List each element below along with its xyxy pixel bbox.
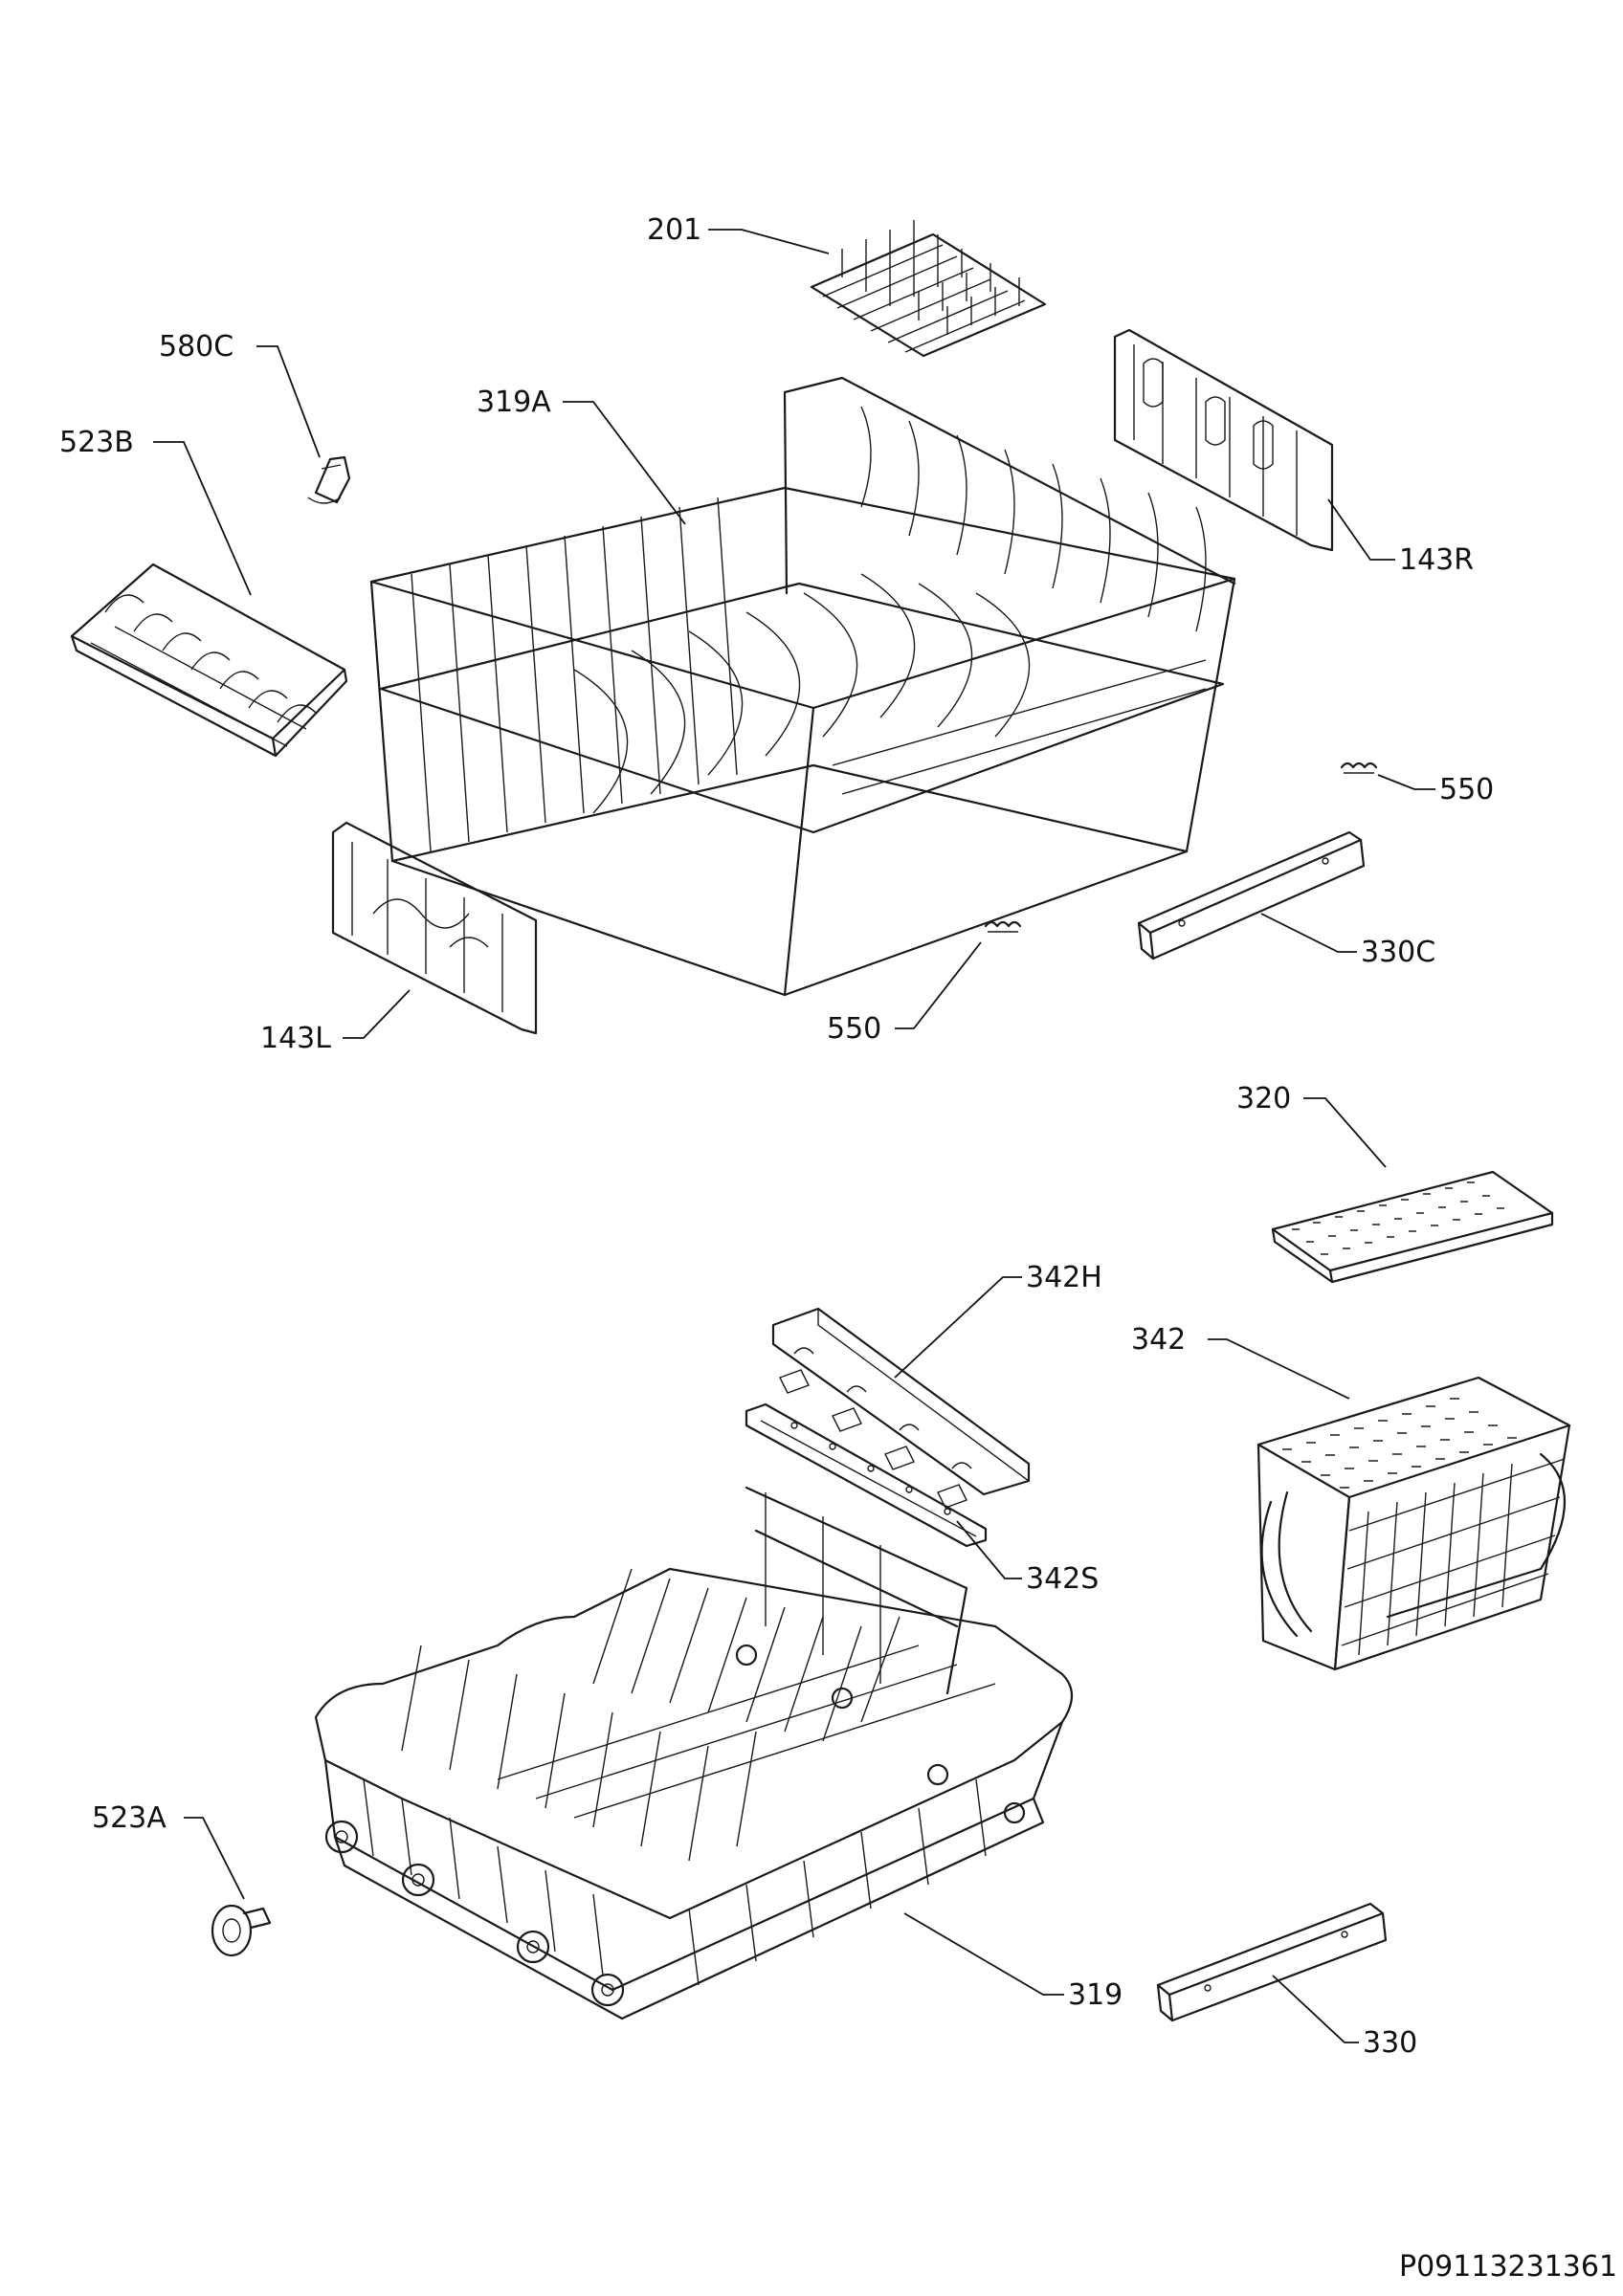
label-201: 201 <box>647 213 702 247</box>
label-580C: 580C <box>159 330 234 364</box>
leader-143L <box>343 989 411 1039</box>
label-550-right: 550 <box>1439 773 1495 806</box>
drawing-number: P09113231361 <box>1399 2250 1618 2284</box>
part-320-basket-lid <box>1271 1170 1554 1284</box>
part-330C-trim-strip <box>1137 830 1366 960</box>
part-550-spring-right <box>1340 762 1378 774</box>
part-523A-wheel <box>211 1904 272 1957</box>
leader-319 <box>903 1912 1064 1996</box>
leader-330C <box>1260 913 1357 953</box>
label-330C: 330C <box>1361 936 1436 969</box>
leader-319A <box>563 401 686 525</box>
label-319A: 319A <box>477 386 551 419</box>
part-143L-left-rail <box>331 821 538 1035</box>
label-523B: 523B <box>59 426 134 459</box>
label-330: 330 <box>1363 2026 1418 2060</box>
leader-201 <box>708 229 830 254</box>
leader-330 <box>1272 1975 1359 2043</box>
part-319A-upper-basket <box>369 376 1236 997</box>
leader-320 <box>1303 1097 1387 1168</box>
label-143L: 143L <box>260 1022 331 1055</box>
leader-523A <box>184 1817 245 1900</box>
part-330-trim-strip <box>1156 1902 1388 2022</box>
leader-550-right <box>1377 774 1435 790</box>
label-342H: 342H <box>1026 1261 1102 1294</box>
part-523B-cup-rack <box>70 563 348 758</box>
part-580C-clip <box>307 455 351 504</box>
leader-342H <box>894 1276 1022 1379</box>
part-550-spring-center <box>984 920 1022 933</box>
leader-550-center <box>895 941 982 1029</box>
leader-143R <box>1327 498 1395 561</box>
leader-523B <box>153 441 252 596</box>
label-342S: 342S <box>1026 1562 1100 1596</box>
part-342S-support <box>745 1402 988 1548</box>
leader-342S <box>956 1520 1022 1579</box>
label-143R: 143R <box>1399 543 1475 577</box>
part-201-tine-insert <box>810 220 1047 358</box>
part-319-lower-basket <box>314 1486 1074 2020</box>
leader-342 <box>1208 1338 1350 1400</box>
label-550-center: 550 <box>827 1012 882 1046</box>
label-523A: 523A <box>92 1801 167 1835</box>
part-143R-right-rail <box>1113 328 1334 552</box>
part-342-cutlery-basket <box>1256 1376 1571 1671</box>
label-319: 319 <box>1068 1978 1123 2012</box>
part-342H-holder <box>771 1307 1031 1509</box>
leader-580C <box>256 345 321 458</box>
label-320: 320 <box>1236 1082 1292 1115</box>
label-342: 342 <box>1131 1323 1187 1357</box>
